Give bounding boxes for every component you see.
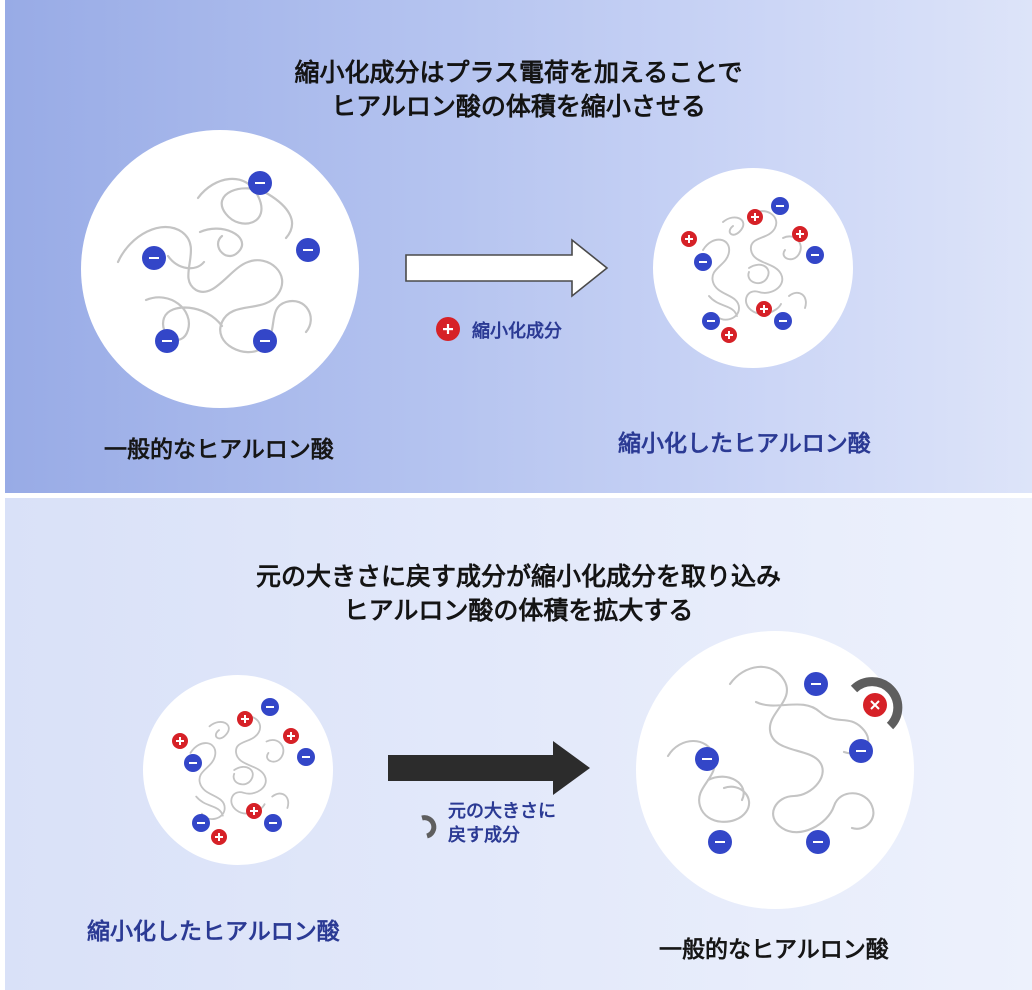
negative-charge-icon xyxy=(771,197,789,215)
outline-arrow xyxy=(405,238,609,298)
top-heading-line1: 縮小化成分はプラス電荷を加えることで xyxy=(294,58,743,87)
bottom-heading-line2: ヒアルロン酸の体積を拡大する xyxy=(343,596,694,625)
negative-charge-icon xyxy=(695,747,719,771)
top-right-caption: 縮小化したヒアルロン酸 xyxy=(618,431,871,457)
negative-charge-icon xyxy=(264,814,282,832)
negative-charge-icon xyxy=(155,329,179,353)
restorer-legend-line1: 元の大きさに xyxy=(448,801,556,822)
positive-charge-icon xyxy=(211,829,227,845)
negative-charge-icon xyxy=(804,672,828,696)
positive-charge-icon xyxy=(747,209,763,225)
negative-charge-icon xyxy=(184,754,202,772)
positive-charge-icon xyxy=(172,733,188,749)
restorer-agent-icon xyxy=(421,815,437,839)
restorer-legend-text: 元の大きさに 戻す成分 xyxy=(448,800,556,848)
negative-charge-icon xyxy=(261,698,279,716)
positive-charge-icon xyxy=(283,728,299,744)
negative-charge-icon xyxy=(253,329,277,353)
restorer-agent-icon xyxy=(850,677,903,730)
bottom-left-caption: 縮小化したヒアルロン酸 xyxy=(87,919,340,945)
negative-charge-icon xyxy=(142,246,166,270)
negative-charge-icon xyxy=(248,171,272,195)
restorer-legend-line2: 戻す成分 xyxy=(448,825,520,846)
negative-charge-icon xyxy=(774,312,792,330)
captured-shrink-agent xyxy=(850,677,903,730)
negative-charge-icon xyxy=(192,814,210,832)
positive-charge-icon xyxy=(681,231,697,247)
particle-circle xyxy=(81,130,359,408)
positive-charge-icon xyxy=(721,327,737,343)
hyaluronic-particle-shrunk-top xyxy=(653,168,853,368)
negative-charge-icon xyxy=(708,830,732,854)
top-left-caption: 一般的なヒアルロン酸 xyxy=(104,437,334,463)
bottom-right-caption: 一般的なヒアルロン酸 xyxy=(659,937,889,963)
negative-charge-icon xyxy=(849,739,873,763)
bottom-heading: 元の大きさに戻す成分が縮小化成分を取り込み ヒアルロン酸の体積を拡大する xyxy=(5,560,1032,628)
top-heading-line2: ヒアルロン酸の体積を縮小させる xyxy=(331,92,706,121)
negative-charge-icon xyxy=(806,830,830,854)
bottom-panel: 元の大きさに戻す成分が縮小化成分を取り込み ヒアルロン酸の体積を拡大する 縮小化… xyxy=(5,498,1032,990)
shrink-agent-legend-label: 縮小化成分 xyxy=(472,321,562,342)
negative-charge-icon xyxy=(297,748,315,766)
negative-charge-icon xyxy=(702,312,720,330)
shrink-agent-plus-icon xyxy=(436,317,460,341)
hyaluronic-particle-general-bottom xyxy=(636,631,914,909)
bottom-heading-line1: 元の大きさに戻す成分が縮小化成分を取り込み xyxy=(255,562,781,591)
negative-charge-icon xyxy=(806,246,824,264)
negative-charge-icon xyxy=(694,253,712,271)
positive-charge-icon xyxy=(246,803,262,819)
particle-circle xyxy=(143,675,333,865)
particle-circle xyxy=(636,631,914,909)
negative-charge-icon xyxy=(296,238,320,262)
solid-arrow xyxy=(388,741,590,795)
hyaluronic-particle-shrunk-bottom xyxy=(143,675,333,865)
particle-circle xyxy=(653,168,853,368)
hyaluronic-particle-general-top xyxy=(81,130,359,408)
positive-charge-icon xyxy=(237,711,253,727)
positive-charge-icon xyxy=(756,301,772,317)
top-heading: 縮小化成分はプラス電荷を加えることで ヒアルロン酸の体積を縮小させる xyxy=(5,56,1032,124)
positive-charge-icon xyxy=(792,226,808,242)
